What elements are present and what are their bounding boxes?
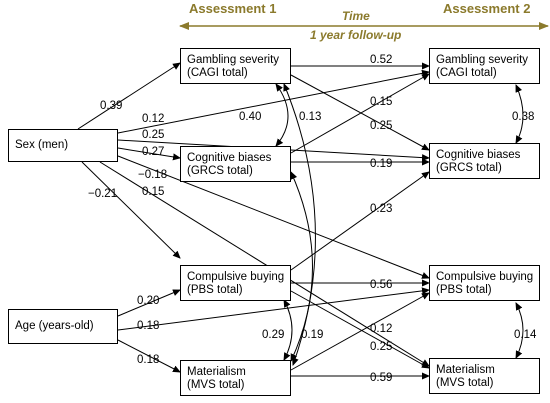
path-sex-gs2 (117, 69, 430, 134)
path-age-mat1 (117, 339, 181, 373)
node-gs2-line1: Gambling severity (436, 54, 529, 66)
coef-cpb1-mat1-cov: 0.29 (262, 329, 284, 341)
cov-gs1-mat1 (283, 83, 316, 366)
coef-age-cpb2: 0.18 (137, 320, 159, 332)
cov-cb1-mat1 (290, 171, 313, 362)
node-cognitive-biases-t2: Cognitive biases (GRCS total) (429, 143, 540, 179)
path-sex-gs1 (77, 62, 181, 130)
cov-cpb2-mat2 (515, 302, 524, 359)
node-cb2-line2: (GRCS total) (436, 162, 502, 174)
node-cpb1-line2: (PBS total) (187, 284, 243, 296)
coef-cb1-gs2: 0.15 (370, 96, 392, 108)
coef-cb1-mat1-cov: 0.19 (301, 329, 323, 341)
coef-gs1-cb2: 0.25 (370, 120, 392, 132)
coef-cb1-cb2: 0.19 (370, 158, 392, 170)
path-mat1-cpb2 (290, 292, 430, 371)
node-gambling-severity-t2: Gambling severity (CAGI total) (429, 48, 540, 84)
path-sex-mat2 (99, 161, 430, 367)
node-sex-label: Sex (men) (15, 139, 69, 151)
node-materialism-t2: Materialism (MVS total) (429, 358, 540, 394)
node-cpb2-line2: (PBS total) (436, 284, 492, 296)
coef-mat1-cpb2: 0.12 (370, 323, 392, 335)
coef-sex-gs1: 0.39 (100, 100, 122, 112)
node-cpb2-line1: Compulsive buying (436, 271, 534, 283)
path-cpb1-mat2 (290, 290, 430, 369)
node-sex: Sex (men) (8, 129, 118, 162)
node-materialism-t1: Materialism (MVS total) (180, 360, 291, 396)
coef-cpb1-cpb2: 0.56 (370, 279, 392, 291)
node-gs1-line1: Gambling severity (187, 54, 280, 66)
path-sex-cpb2 (117, 155, 430, 279)
node-mat2-line2: (MVS total) (436, 377, 494, 389)
coef-mat1-mat2: 0.59 (370, 372, 392, 384)
node-compulsive-buying-t2: Compulsive buying (PBS total) (429, 265, 540, 301)
coef-cpb1-mat2: 0.25 (370, 341, 392, 353)
node-age-label: Age (years-old) (15, 320, 94, 332)
assessment1-label: Assessment 1 (189, 1, 277, 16)
node-cb1-line2: (GRCS total) (187, 165, 253, 177)
coef-age-cpb1: 0.20 (137, 295, 159, 307)
node-gs1-line2: (CAGI total) (187, 67, 248, 79)
coef-sex-cb1: 0.27 (142, 146, 164, 158)
time-label: Time (342, 9, 370, 23)
path-cb1-gs2 (290, 73, 430, 154)
cov-gs1-cb1 (275, 83, 289, 147)
path-sex-cpb1 (81, 161, 181, 259)
coef-gs1-cb1-cov: 0.40 (239, 111, 261, 123)
path-age-cpb1 (117, 289, 181, 317)
coef-cpb2-mat2-cov: 0.14 (514, 329, 537, 341)
coef-sex-mat2: 0.15 (142, 186, 164, 198)
followup-label: 1 year follow-up (310, 28, 402, 42)
cov-cpb1-mat1 (283, 299, 293, 361)
coef-sex-cb2: 0.25 (142, 129, 164, 141)
coef-sex-cpb1: −0.21 (88, 188, 117, 200)
cov-gs2-cb2 (515, 84, 524, 144)
coef-cpb1-cb2: 0.23 (370, 203, 392, 215)
path-gs1-cb2 (290, 74, 430, 151)
node-cognitive-biases-t1: Cognitive biases (GRCS total) (180, 146, 291, 182)
node-mat2-line1: Materialism (436, 364, 495, 376)
node-compulsive-buying-t1: Compulsive buying (PBS total) (180, 265, 291, 301)
coef-age-mat1: 0.18 (137, 354, 159, 366)
coef-sex-cpb2: −0.18 (138, 169, 167, 181)
node-cb1-line1: Cognitive biases (187, 152, 272, 164)
node-mat1-line2: (MVS total) (187, 379, 245, 391)
node-age: Age (years-old) (8, 309, 118, 344)
coef-gs1-mat1-cov: 0.13 (299, 111, 321, 123)
node-mat1-line1: Materialism (187, 366, 246, 378)
node-cpb1-line1: Compulsive buying (187, 271, 285, 283)
coef-gs2-cb2-cov: 0.38 (512, 111, 534, 123)
coef-gs1-gs2: 0.52 (370, 54, 392, 66)
coef-sex-gs2: 0.12 (142, 113, 164, 125)
path-cpb1-cb2 (290, 171, 430, 271)
node-cb2-line1: Cognitive biases (436, 149, 521, 161)
node-gs2-line2: (CAGI total) (436, 67, 497, 79)
path-age-cpb2 (117, 287, 430, 331)
node-gambling-severity-t1: Gambling severity (CAGI total) (180, 48, 291, 84)
assessment2-label: Assessment 2 (443, 1, 531, 16)
path-sex-cb1 (117, 147, 181, 161)
